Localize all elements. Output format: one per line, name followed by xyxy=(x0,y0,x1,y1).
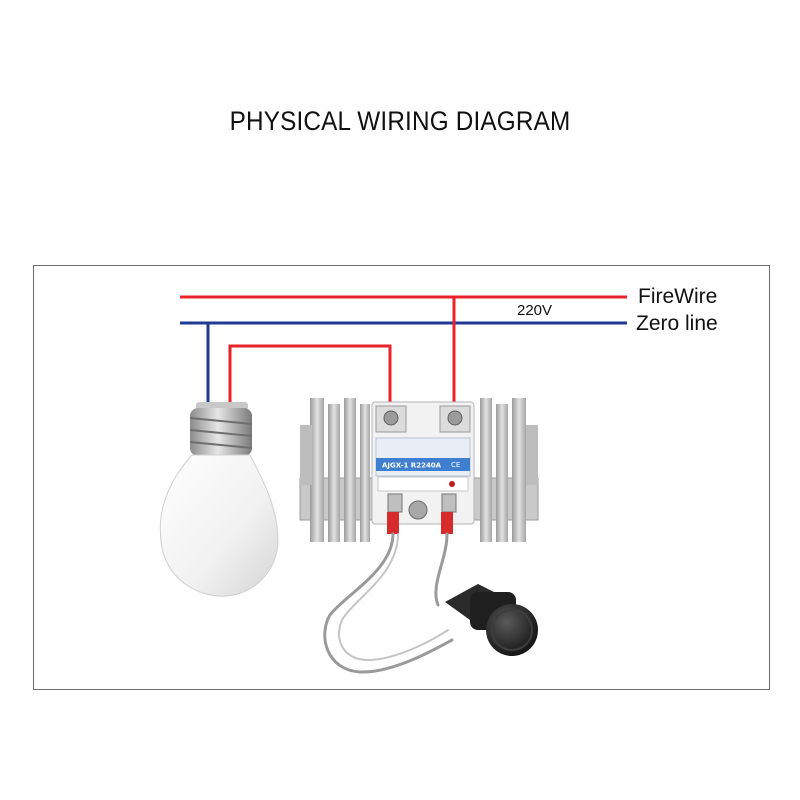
relay-model-label: AJGX-1 R2240A xyxy=(382,462,442,470)
control-terminal-left xyxy=(387,512,399,534)
relay-terminal-screw-icon xyxy=(383,410,399,426)
potentiometer-knob-icon xyxy=(486,604,538,656)
light-bulb xyxy=(159,402,279,597)
voltage-label: 220V xyxy=(517,302,553,319)
load-wire-to-bulb xyxy=(228,344,392,412)
relay-ce-mark: CE xyxy=(451,461,460,469)
potentiometer xyxy=(445,584,538,656)
potentiometer-leads xyxy=(323,532,454,674)
page-title: PHYSICAL WIRING DIAGRAM xyxy=(229,106,571,136)
diagram-frame xyxy=(33,265,770,690)
solid-state-relay: AJGX-1 R2240A CE xyxy=(371,401,475,525)
relay-terminal-screw-icon xyxy=(447,410,463,426)
neutral-wire-label: Zero line xyxy=(636,312,718,335)
control-terminal-right xyxy=(441,512,453,534)
live-wire-label: FireWire xyxy=(638,285,718,308)
relay-indicator-led-icon xyxy=(449,481,455,487)
